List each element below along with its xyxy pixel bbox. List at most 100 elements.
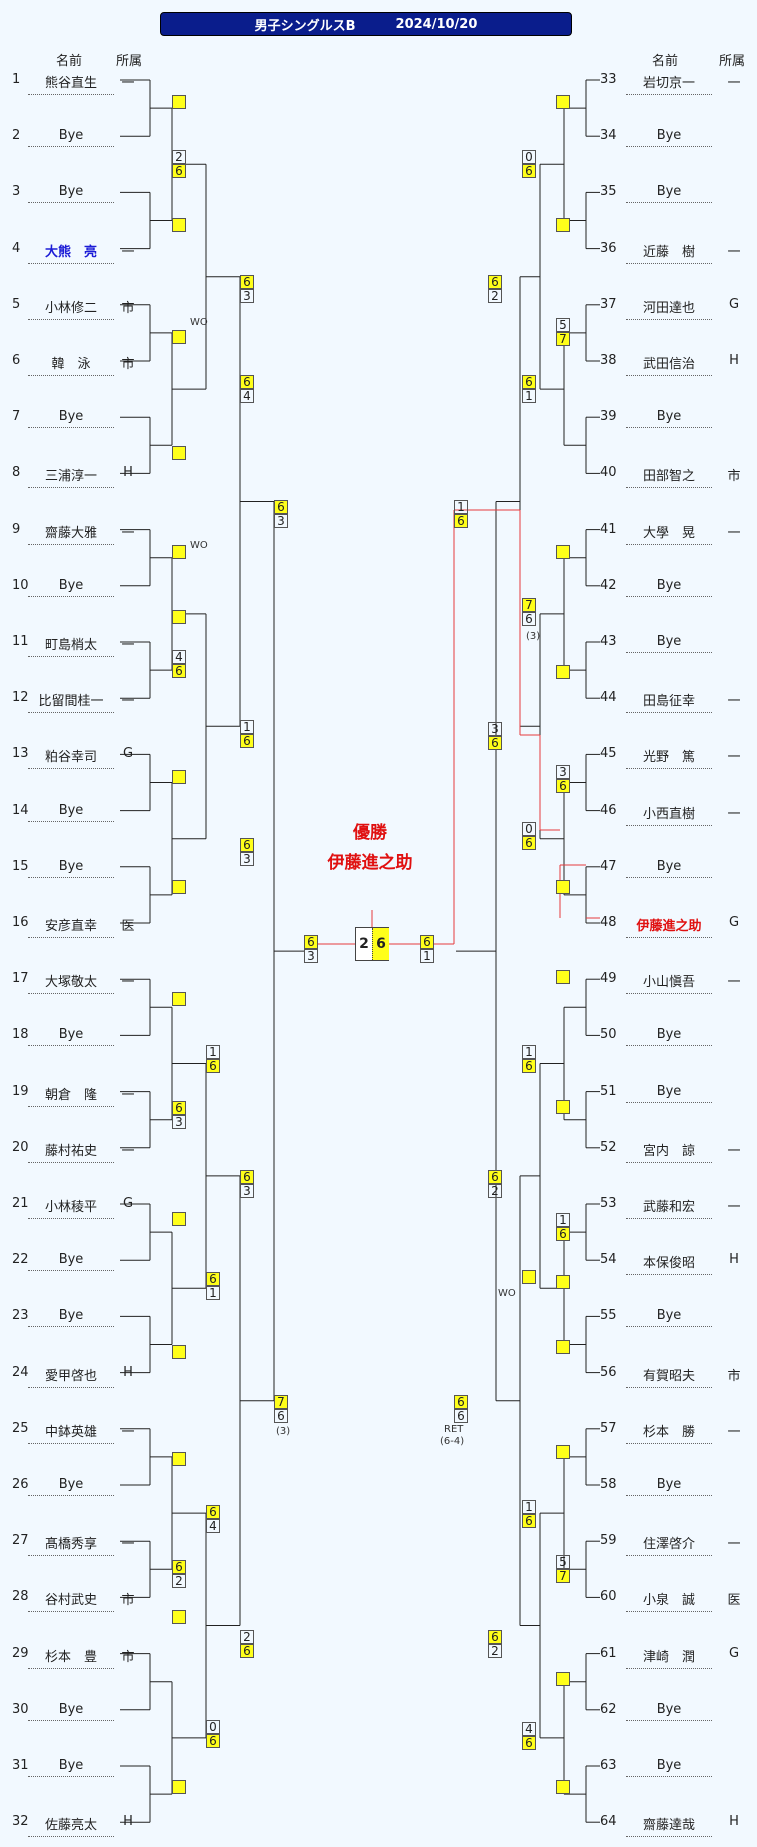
player-affiliation: 市 — [727, 1368, 741, 1384]
player-number: 63 — [600, 1758, 617, 1773]
player-number: 43 — [600, 634, 617, 649]
walkover-label: WO — [498, 1288, 516, 1299]
score-top: 6 — [240, 375, 254, 389]
score-top: 6 — [304, 935, 318, 949]
score-bottom: 6 — [206, 1059, 220, 1073]
player-affiliation: H — [729, 1252, 739, 1268]
player-affiliation: G — [728, 296, 740, 312]
player-affiliation: G — [728, 1645, 740, 1661]
advance-marker — [556, 1100, 570, 1114]
player-name: 小林稜平 — [28, 1196, 114, 1219]
player-name: Bye — [626, 1084, 712, 1103]
score-bottom: 7 — [556, 332, 570, 346]
score-top: 0 — [206, 1720, 220, 1734]
player-affiliation: H — [729, 353, 739, 368]
player-affiliation: G — [122, 746, 134, 762]
player-number: 38 — [600, 353, 617, 368]
player-name: 宮内 諒 — [626, 1140, 712, 1163]
player-number: 57 — [600, 1420, 617, 1436]
score-bottom: 6 — [556, 779, 570, 793]
player-affiliation: 一 — [727, 694, 741, 710]
player-number: 12 — [12, 690, 29, 706]
player-number: 48 — [600, 915, 617, 930]
player-name: 齋藤大雅 — [28, 522, 114, 545]
score-top: 1 — [240, 720, 254, 734]
player-name: Bye — [626, 1758, 712, 1777]
advance-marker — [556, 665, 570, 679]
player-number: 23 — [12, 1308, 29, 1324]
score-bottom: 3 — [274, 514, 288, 528]
player-number: 26 — [12, 1477, 29, 1492]
player-name: 愛甲啓也 — [28, 1365, 114, 1388]
player-name: Bye — [626, 634, 712, 653]
player-affiliation: 一 — [727, 1537, 741, 1553]
player-affiliation: H — [123, 1814, 133, 1830]
score-top: 6 — [488, 1170, 502, 1184]
player-number: 5 — [12, 296, 21, 312]
score-bottom: 6 — [206, 1734, 220, 1748]
score-bottom: 6 — [522, 612, 536, 626]
player-number: 44 — [600, 690, 617, 706]
player-number: 53 — [600, 1196, 617, 1211]
player-name: 小西直樹 — [626, 803, 712, 826]
player-number: 55 — [600, 1308, 617, 1324]
player-affiliation: 一 — [727, 975, 741, 991]
score-top: 6 — [206, 1272, 220, 1286]
advance-marker — [172, 770, 186, 784]
player-affiliation: H — [729, 1814, 739, 1830]
score-top: 6 — [172, 1560, 186, 1574]
player-name: 比留間桂一 — [28, 690, 114, 714]
player-row: 43 Bye — [0, 634, 757, 653]
score-bottom: 4 — [206, 1519, 220, 1533]
player-number: 25 — [12, 1420, 29, 1436]
advance-marker — [556, 545, 570, 559]
score-bottom: 4 — [240, 389, 254, 403]
player-number: 36 — [600, 240, 617, 256]
player-name: 齋藤達哉 — [626, 1814, 712, 1838]
score-bottom: 3 — [304, 949, 318, 963]
score-top: 6 — [206, 1505, 220, 1519]
walkover-label: WO — [190, 317, 208, 328]
player-number: 27 — [12, 1533, 29, 1549]
score-top: 0 — [522, 150, 536, 164]
player-name: Bye — [626, 128, 712, 148]
player-name: Bye — [28, 1308, 114, 1328]
player-name: Bye — [28, 1702, 114, 1721]
score-top: 3 — [488, 722, 502, 736]
advance-marker — [556, 218, 570, 232]
score-bottom: 6 — [172, 164, 186, 178]
player-name: 髙橋秀享 — [28, 1533, 114, 1557]
player-number: 3 — [12, 184, 21, 200]
player-name: 谷村武史 — [28, 1589, 114, 1613]
score-top: 1 — [522, 1500, 536, 1514]
score-top: 6 — [240, 275, 254, 289]
player-number: 4 — [12, 240, 21, 256]
score-bottom: 3 — [172, 1115, 186, 1129]
score-top: 4 — [522, 1722, 536, 1736]
player-name: 町島梢太 — [28, 634, 114, 657]
score-bottom: 6 — [488, 736, 502, 750]
advance-marker — [556, 1275, 570, 1289]
player-name: Bye — [28, 1027, 114, 1047]
name-header-left: 名前 — [56, 54, 83, 69]
player-number: 61 — [600, 1645, 617, 1661]
affiliation-header-left: 所属 — [116, 54, 143, 69]
player-affiliation: 一 — [727, 76, 741, 91]
advance-marker — [556, 95, 570, 109]
player-number: 34 — [600, 128, 617, 144]
